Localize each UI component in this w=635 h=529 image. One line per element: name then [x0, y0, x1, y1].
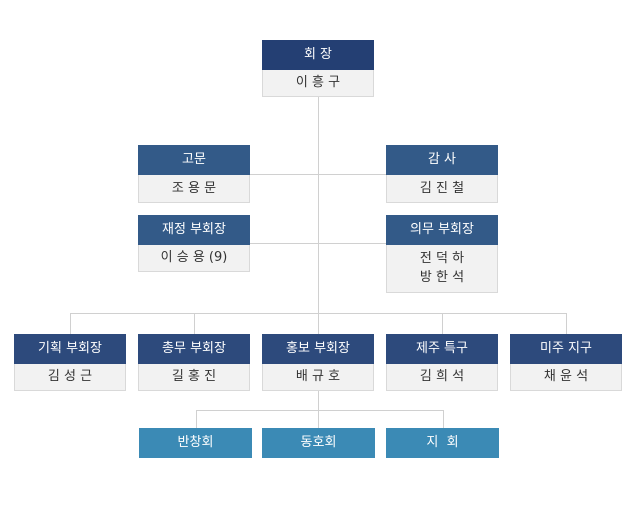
auditor-title: 감 사 [386, 145, 498, 175]
division-title: 홍보 부회장 [262, 334, 374, 364]
division-title: 제주 특구 [386, 334, 498, 364]
division-name-text: 채 윤 석 [543, 369, 589, 384]
chairman-title: 회 장 [262, 40, 374, 70]
division-name: 김 희 석 [386, 364, 498, 391]
division-title: 총무 부회장 [138, 334, 250, 364]
chairman-box: 회 장 이 흥 구 [262, 40, 374, 97]
duty-vp-names: 전 덕 하 방 한 석 [386, 245, 498, 293]
finance-vp-title: 재정 부회장 [138, 215, 250, 245]
division-name: 채 윤 석 [510, 364, 622, 391]
unit-club: 동호회 [262, 428, 375, 458]
division-name-text: 김 성 근 [47, 369, 93, 384]
division-name: 길 홍 진 [138, 364, 250, 391]
advisor-title: 고문 [138, 145, 250, 175]
advisor-name: 조 용 문 [138, 175, 250, 203]
unit-class-reunion: 반창회 [139, 428, 252, 458]
finance-vp-box: 재정 부회장 이 승 용 (9) [138, 215, 250, 272]
division-general-affairs: 총무 부회장 길 홍 진 [138, 334, 250, 391]
auditor-box: 감 사 김 진 철 [386, 145, 498, 203]
division-planning: 기획 부회장 김 성 근 [14, 334, 126, 391]
unit-branch: 지 회 [386, 428, 499, 458]
division-public-relations: 홍보 부회장 배 규 호 [262, 334, 374, 391]
duty-vp-name-1: 전 덕 하 [419, 251, 465, 266]
division-name-text: 배 규 호 [295, 369, 341, 384]
division-jeju: 제주 특구 김 희 석 [386, 334, 498, 391]
division-title: 기획 부회장 [14, 334, 126, 364]
duty-vp-name-2: 방 한 석 [419, 270, 465, 285]
auditor-name: 김 진 철 [386, 175, 498, 203]
finance-vp-name-text: 이 승 용 (9) [160, 250, 228, 265]
division-name: 김 성 근 [14, 364, 126, 391]
chairman-name: 이 흥 구 [262, 70, 374, 97]
chairman-name-text: 이 흥 구 [295, 75, 341, 90]
duty-vp-title: 의무 부회장 [386, 215, 498, 245]
division-americas: 미주 지구 채 윤 석 [510, 334, 622, 391]
division-name-text: 길 홍 진 [171, 369, 217, 384]
duty-vp-box: 의무 부회장 전 덕 하 방 한 석 [386, 215, 498, 293]
division-name-text: 김 희 석 [419, 369, 465, 384]
division-name: 배 규 호 [262, 364, 374, 391]
advisor-name-text: 조 용 문 [171, 181, 217, 196]
finance-vp-name: 이 승 용 (9) [138, 245, 250, 272]
division-title: 미주 지구 [510, 334, 622, 364]
auditor-name-text: 김 진 철 [419, 181, 465, 196]
advisor-box: 고문 조 용 문 [138, 145, 250, 203]
